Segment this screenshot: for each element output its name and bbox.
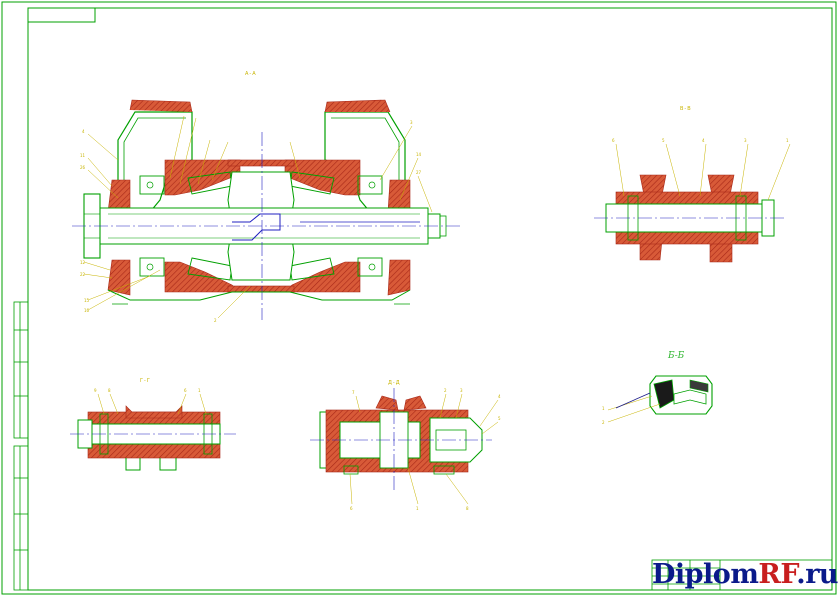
seal-profile xyxy=(649,375,713,415)
view-bb-title: Б-Б xyxy=(667,351,685,361)
svg-text:5: 5 xyxy=(498,416,501,421)
section-view-bb: Б-Б 1 2 xyxy=(602,351,713,425)
svg-text:8: 8 xyxy=(466,506,469,511)
section-view-d: Д-Д 7 2 3 4 5 6 1 8 xyxy=(310,380,501,511)
watermark-accent: RF xyxy=(758,559,797,590)
section-view-g: Г-Г 9 8 6 1 xyxy=(70,378,236,471)
svg-text:3: 3 xyxy=(744,138,747,143)
svg-text:22: 22 xyxy=(80,272,86,277)
svg-text:16: 16 xyxy=(84,308,90,313)
main-view-title: А-А xyxy=(245,71,257,77)
main-section-view: А-А xyxy=(72,71,460,323)
svg-text:1: 1 xyxy=(602,406,605,411)
side-revision-strip xyxy=(13,301,29,591)
svg-text:3: 3 xyxy=(460,388,463,393)
main-callouts: 4 11 26 12 22 15 16 3 14 27 2 xyxy=(80,120,422,323)
view-d-title: Д-Д xyxy=(388,380,401,386)
svg-text:1: 1 xyxy=(198,388,201,393)
svg-text:8: 8 xyxy=(108,388,111,393)
svg-text:1: 1 xyxy=(416,506,419,511)
view-g-shaft xyxy=(91,423,221,445)
svg-text:9: 9 xyxy=(94,388,97,393)
svg-text:3: 3 xyxy=(410,120,413,125)
svg-text:2: 2 xyxy=(444,388,447,393)
svg-text:7: 7 xyxy=(352,390,355,395)
watermark-suffix: .ru xyxy=(796,559,838,590)
watermark-main: Diplom xyxy=(652,559,759,590)
svg-text:4: 4 xyxy=(82,129,85,134)
watermark-logo: DiplomRF.ru xyxy=(652,560,838,590)
section-view-b: В-В 6 5 4 3 1 xyxy=(594,106,791,263)
view-g-title: Г-Г xyxy=(140,378,151,384)
svg-text:6: 6 xyxy=(350,506,353,511)
svg-text:5: 5 xyxy=(662,138,665,143)
svg-text:4: 4 xyxy=(702,138,705,143)
svg-text:4: 4 xyxy=(498,394,501,399)
svg-text:2: 2 xyxy=(214,318,217,323)
svg-text:6: 6 xyxy=(612,138,615,143)
svg-text:14: 14 xyxy=(416,152,422,157)
main-leaders xyxy=(83,115,433,319)
view-b-title: В-В xyxy=(680,106,692,112)
svg-text:27: 27 xyxy=(416,170,422,175)
svg-text:1: 1 xyxy=(786,138,789,143)
svg-text:12: 12 xyxy=(80,260,86,265)
svg-text:2: 2 xyxy=(602,420,605,425)
svg-text:15: 15 xyxy=(84,298,90,303)
svg-text:6: 6 xyxy=(184,388,187,393)
svg-text:26: 26 xyxy=(80,165,86,170)
svg-text:11: 11 xyxy=(80,153,86,158)
title-block xyxy=(651,559,833,591)
